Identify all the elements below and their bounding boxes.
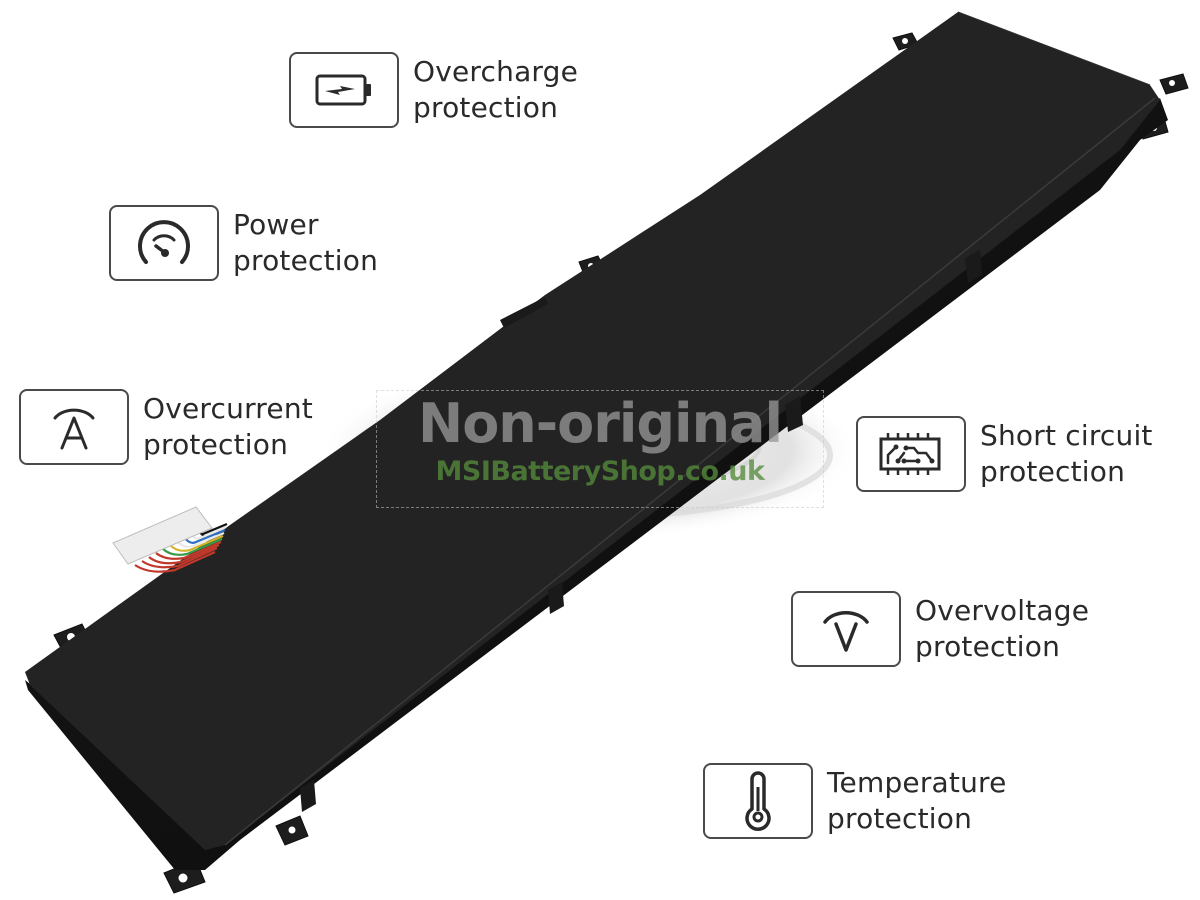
temperature-label: Temperature protection (827, 766, 1007, 835)
feature-overcharge: Overcharge protection (289, 52, 578, 128)
thermometer-icon (745, 771, 771, 831)
circuit-board-icon (879, 433, 941, 475)
overcharge-label: Overcharge protection (413, 55, 579, 124)
battery-charging-icon (315, 74, 371, 106)
feature-power: Power protection (109, 205, 378, 281)
short-circuit-icon-box (856, 416, 966, 492)
battery-connector (112, 506, 228, 573)
overvoltage-icon-box (791, 591, 901, 667)
feature-overcurrent: Overcurrent protection (19, 389, 313, 465)
overcharge-icon-box (289, 52, 399, 128)
power-label: Power protection (233, 208, 379, 277)
watermark-sub-text: MSIBatteryShop.co.uk (435, 456, 766, 487)
overvoltage-label: Overvoltage protection (915, 594, 1090, 663)
watermark: Non-original MSIBatteryShop.co.uk (376, 390, 824, 508)
voltage-icon (823, 611, 869, 652)
battery-top-face (25, 12, 1160, 850)
feature-overvoltage: Overvoltage protection (791, 591, 1089, 667)
power-icon-box (109, 205, 219, 281)
battery-side (25, 98, 1168, 870)
overcurrent-label: Overcurrent protection (143, 392, 313, 461)
short-circuit-label: Short circuit protection (980, 419, 1153, 488)
gauge-icon (138, 220, 190, 264)
ampere-icon (53, 408, 95, 450)
overcurrent-icon-box (19, 389, 129, 465)
watermark-main-text: Non-original (418, 392, 783, 455)
feature-short-circuit: Short circuit protection (856, 416, 1153, 492)
feature-temperature: Temperature protection (703, 763, 1007, 839)
temperature-icon-box (703, 763, 813, 839)
